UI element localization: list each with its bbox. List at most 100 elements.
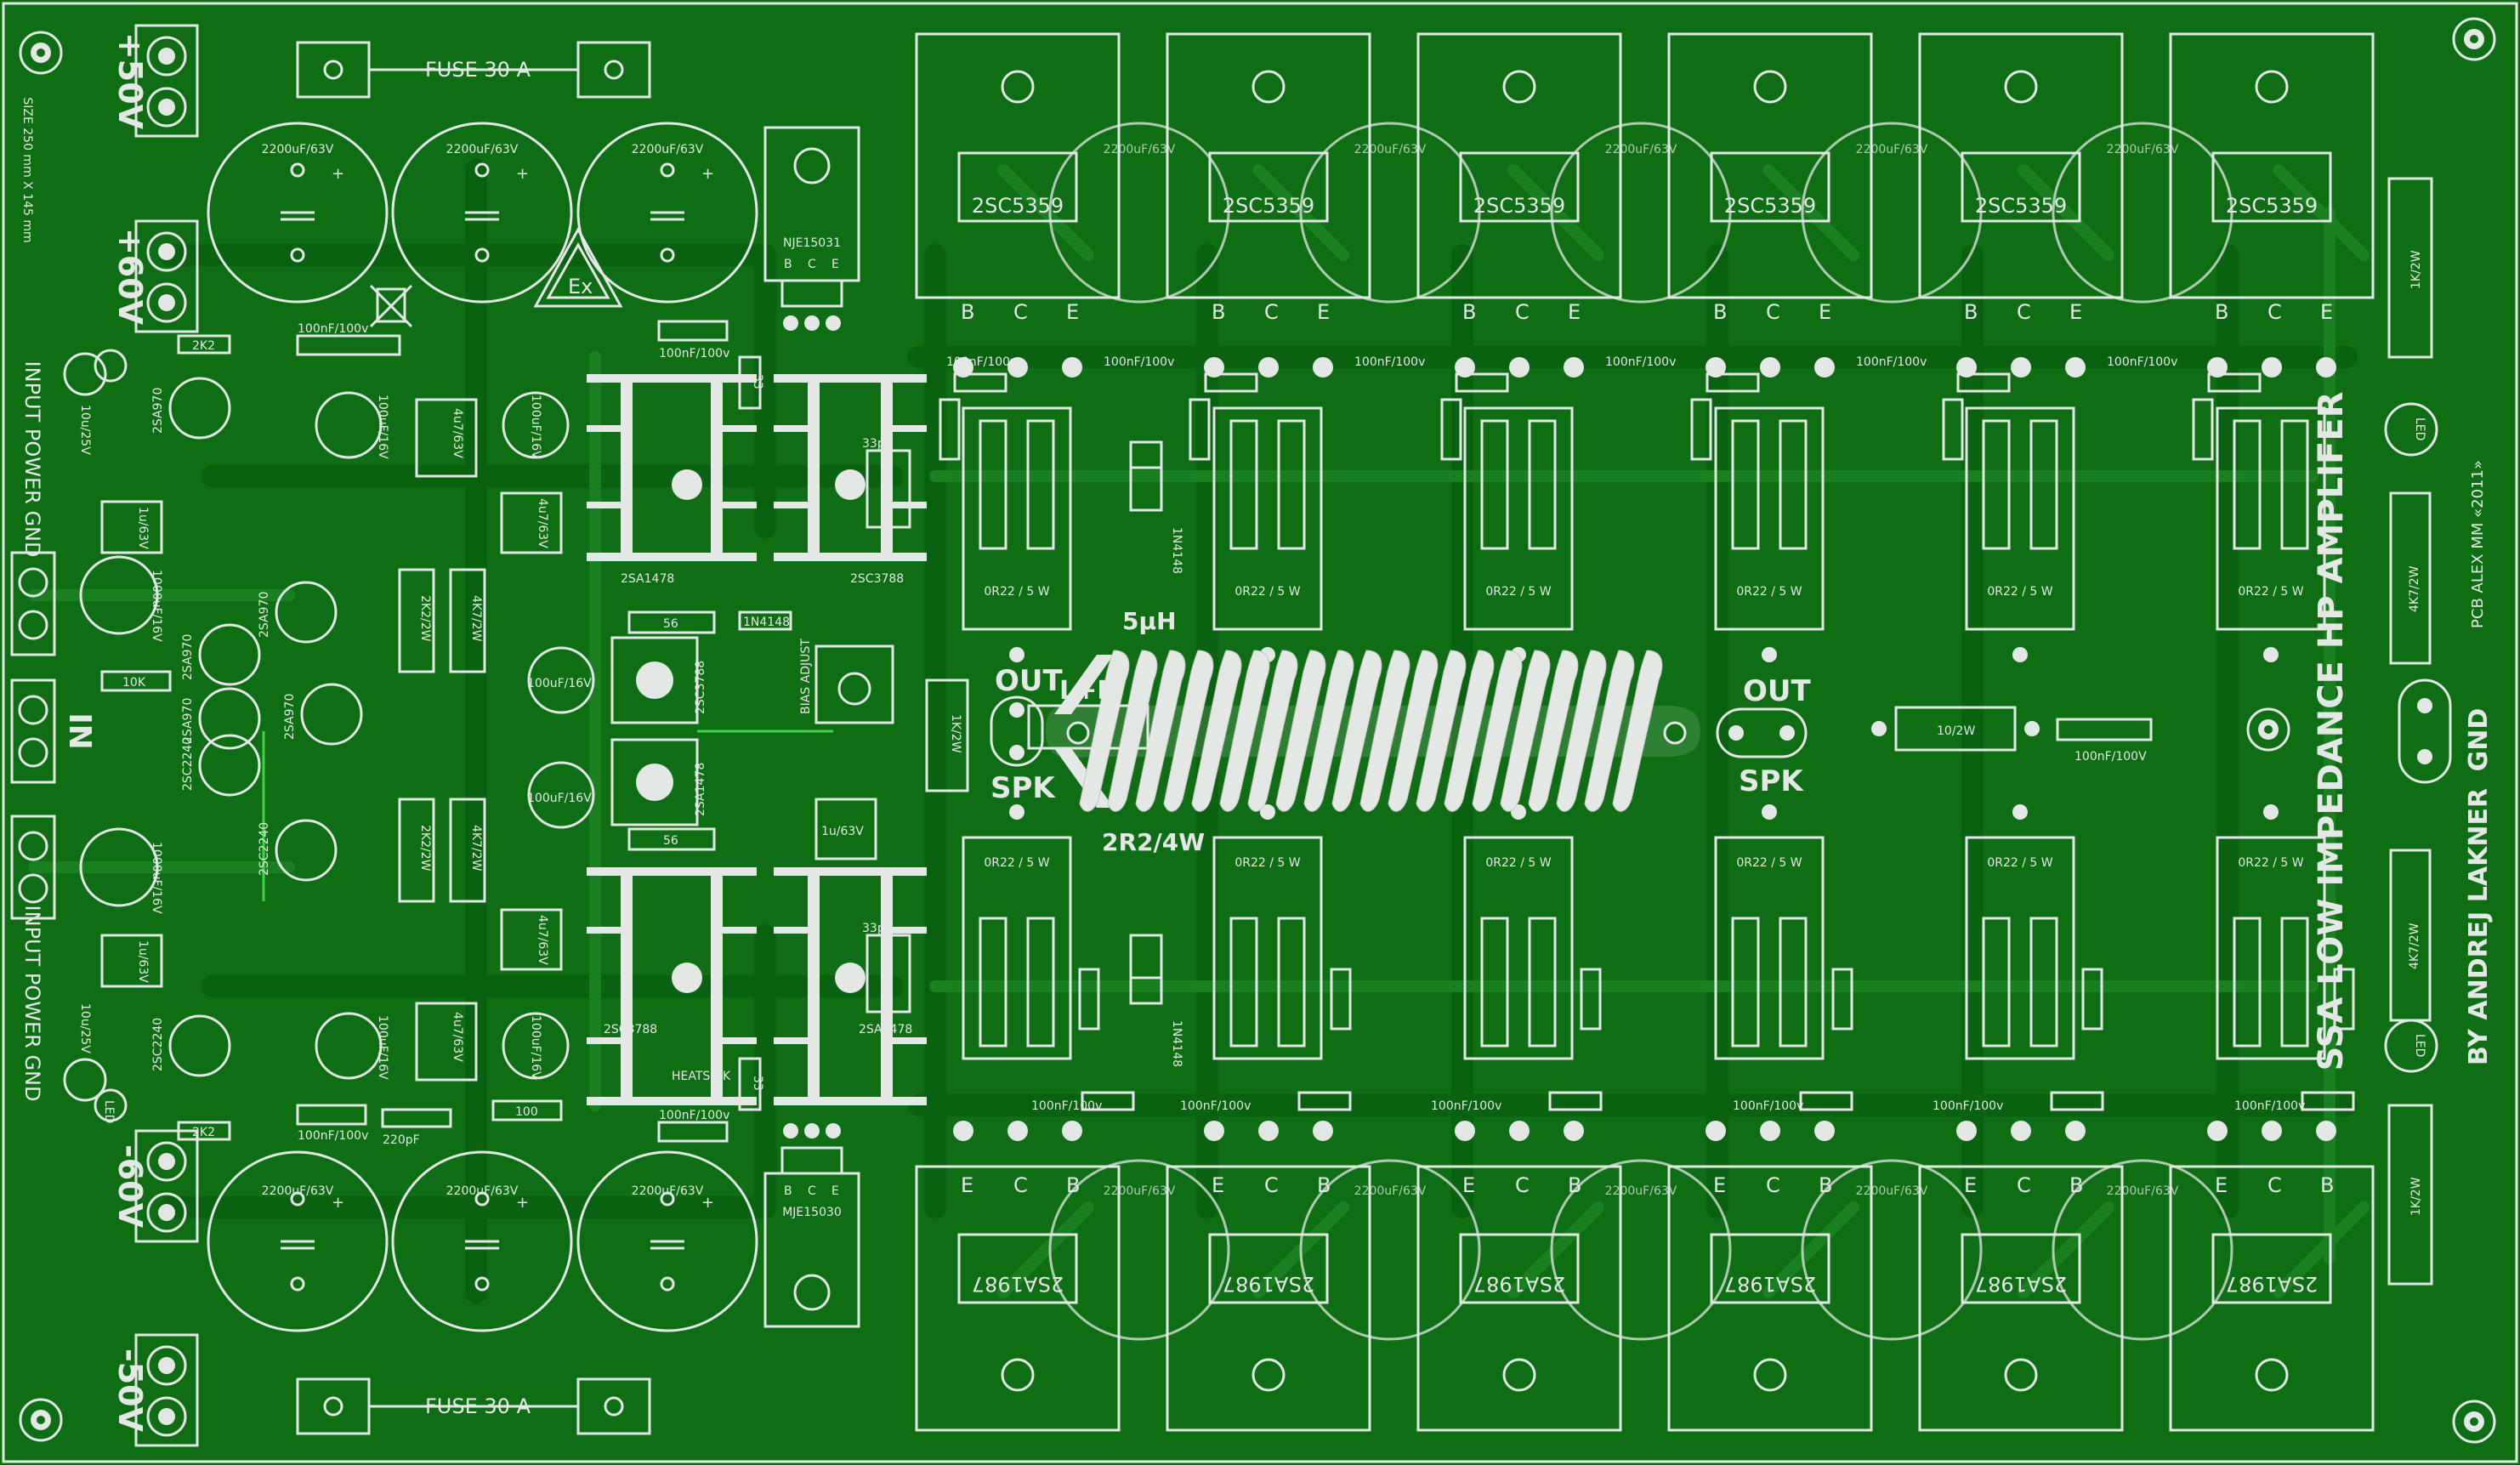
transistor-2sc2240-1: 2SC2240 <box>181 734 261 797</box>
svg-text:2SC5359: 2SC5359 <box>1975 194 2067 218</box>
svg-text:1000uF/16V: 1000uF/16V <box>150 570 163 642</box>
coil-turn <box>1163 650 1214 812</box>
coil-turn <box>1331 650 1382 812</box>
coil-turn <box>1135 650 1186 812</box>
transistor-2sa970-4: 2SA970 <box>258 581 338 644</box>
cap-33p-top: 33pF <box>862 437 911 529</box>
spk-out-right: OUT SPK <box>1716 674 1812 798</box>
coil-turn <box>1247 650 1298 812</box>
cap-100n-bottom-left: 100nF/100v <box>296 1104 368 1143</box>
svg-text:2SA1987: 2SA1987 <box>1223 1272 1314 1296</box>
heatsink-3: 2SC3788 HEATSINK <box>587 867 757 1105</box>
zobel-parts-right: 10/2W 100nF/100V <box>1871 679 2452 784</box>
svg-text:2SC5359: 2SC5359 <box>1724 194 1816 218</box>
svg-text:+: + <box>516 1194 529 1212</box>
svg-text:E: E <box>1713 1173 1726 1197</box>
svg-text:0R22 / 5 W: 0R22 / 5 W <box>2238 585 2303 599</box>
svg-text:2K2/2W: 2K2/2W <box>418 825 432 872</box>
svg-text:2SA1987: 2SA1987 <box>1724 1272 1816 1296</box>
cap-4u7-4: 4u7/63V <box>500 908 563 971</box>
svg-text:100uF/16V: 100uF/16V <box>529 1015 542 1080</box>
svg-text:1000uF/16V: 1000uF/16V <box>150 842 163 914</box>
svg-text:4K7/2W: 4K7/2W <box>2408 565 2421 612</box>
svg-text:C: C <box>2017 1173 2031 1197</box>
svg-text:100: 100 <box>515 1105 538 1119</box>
svg-text:C: C <box>2267 300 2282 324</box>
svg-text:100nF/100v: 100nF/100v <box>659 1109 729 1122</box>
cap-220p: 220pF <box>381 1108 452 1147</box>
svg-text:E: E <box>2320 300 2333 324</box>
svg-text:C: C <box>1264 1173 1279 1197</box>
transistor-2sa970-top: 2SA970 <box>151 377 231 440</box>
resistor-4k7-2w-2: 4K7/2W <box>449 798 486 903</box>
svg-text:0R22 / 5 W: 0R22 / 5 W <box>1485 856 1551 870</box>
svg-text:C: C <box>1515 1173 1530 1197</box>
heatsinks: 2SA1478 2SC3788 2SC3788 HEATSINK 2SA1478 <box>587 374 927 1105</box>
svg-text:+: + <box>332 165 344 183</box>
svg-text:100nF/100v: 100nF/100v <box>1031 1099 1102 1113</box>
svg-text:100uF/16V: 100uF/16V <box>376 395 389 459</box>
coil-turn <box>1275 650 1326 812</box>
base-res-top-5 <box>1942 398 1964 461</box>
svg-text:2SC5359: 2SC5359 <box>2226 194 2318 218</box>
mounting-holes <box>19 17 2496 1444</box>
svg-text:E: E <box>1568 300 1581 324</box>
label-neg60: -60V <box>111 1144 149 1229</box>
svg-text:56: 56 <box>663 617 678 631</box>
resistor-56-top: 56 <box>627 610 716 634</box>
coil-turn <box>1388 650 1439 812</box>
svg-text:E: E <box>961 1173 973 1197</box>
svg-text:C: C <box>1515 300 1530 324</box>
terminal-pos50 <box>134 24 199 138</box>
label-input-power-gnd-bottom: INPUT POWER GND <box>20 906 44 1102</box>
svg-text:0R22 / 5 W: 0R22 / 5 W <box>984 856 1049 870</box>
svg-text:0R22 / 5 W: 0R22 / 5 W <box>1736 585 1802 599</box>
svg-text:C: C <box>1766 300 1780 324</box>
svg-text:B: B <box>1317 1173 1331 1197</box>
out-label-left: OUT <box>995 664 1064 698</box>
gnd-label: GND <box>2464 708 2494 772</box>
resistor-2k2-2w-1: 2K2/2W <box>398 568 435 673</box>
coil-turn <box>1612 650 1663 812</box>
svg-text:1u/63V: 1u/63V <box>136 940 150 983</box>
base-res-top-6 <box>2192 398 2214 461</box>
zobel-resistor: 1K/2W <box>925 679 969 792</box>
led-left-bottom: LED <box>94 1088 128 1123</box>
svg-text:2200uF/63V: 2200uF/63V <box>632 1184 704 1198</box>
svg-text:E: E <box>1317 300 1330 324</box>
bias-section: 2SC3788 2SA1478 56 56 BIAS ADJUST 1N4148 <box>610 610 894 851</box>
power-terminals: +50V +60V -60V -50V INPUT POWER GND IN I… <box>10 24 199 1447</box>
label-neg50: -50V <box>111 1349 149 1433</box>
svg-text:+: + <box>516 165 529 183</box>
base-res-bottom-4 <box>1831 968 1853 1031</box>
svg-text:1K/2W: 1K/2W <box>2409 250 2423 289</box>
svg-text:2SC5359: 2SC5359 <box>1473 194 1565 218</box>
svg-text:2200uF/63V: 2200uF/63V <box>1104 1184 1176 1198</box>
bypass-caps-bottom: 2200uF/63V 2200uF/63V 2200uF/63V 2200uF/… <box>1048 1159 2233 1341</box>
ex-warning-icon: Ex <box>533 226 623 308</box>
svg-text:100nF/100v: 100nF/100v <box>946 355 1017 369</box>
coil-turn <box>1416 650 1467 812</box>
cap-bottom-3: 2200uF/63V+ <box>576 1150 758 1332</box>
base-res-bottom-1 <box>1078 968 1100 1031</box>
label-size-note: SIZE 250 mm X 145 mm <box>20 97 34 242</box>
svg-text:B: B <box>2215 300 2228 324</box>
terminal-neg50 <box>134 1333 199 1447</box>
svg-text:2SC5359: 2SC5359 <box>1223 194 1314 218</box>
coil-turn <box>1556 650 1607 812</box>
svg-text:BIAS ADJUST: BIAS ADJUST <box>799 639 813 714</box>
coil-turn <box>1500 650 1551 812</box>
base-res-top-1 <box>939 398 961 461</box>
svg-text:2SC3788: 2SC3788 <box>694 661 707 714</box>
